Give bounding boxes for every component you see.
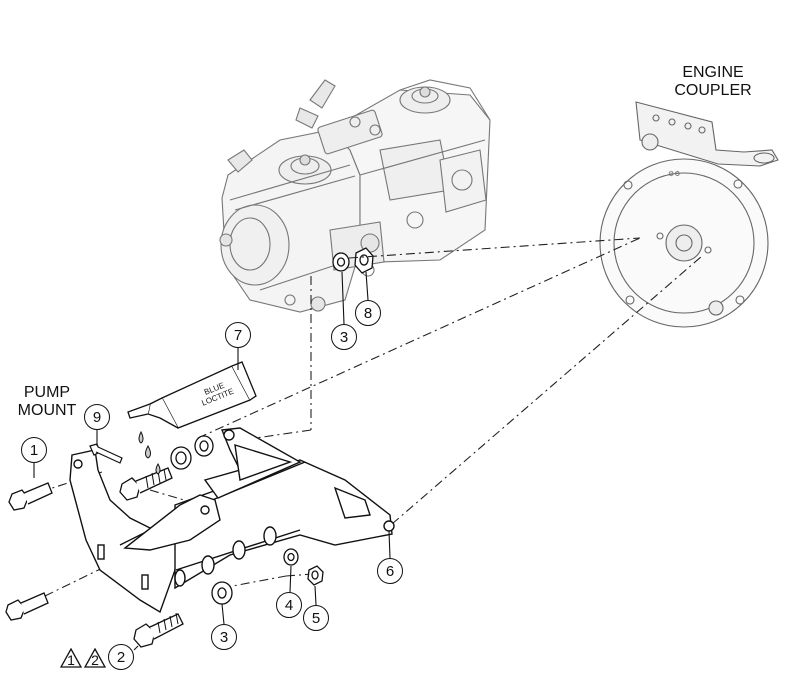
loctite-tube bbox=[127, 361, 257, 429]
callout-4: 4 bbox=[276, 592, 302, 618]
warning-triangle-2: 2 bbox=[84, 648, 106, 668]
pump-mount-bracket bbox=[69, 427, 395, 614]
callout-6: 6 bbox=[377, 558, 403, 584]
engine-coupler-label-line2: COUPLER bbox=[674, 82, 752, 99]
flat-washer-upper bbox=[194, 435, 214, 457]
nut-5 bbox=[307, 565, 324, 586]
bolt-1-lower bbox=[5, 592, 49, 621]
washer-upper bbox=[332, 252, 350, 272]
nut-upper bbox=[354, 247, 374, 274]
callout-9: 9 bbox=[84, 404, 110, 430]
callout-2: 2 bbox=[108, 644, 134, 670]
washer-4 bbox=[283, 548, 299, 566]
bolt-1-upper bbox=[8, 482, 53, 511]
callout-1: 1 bbox=[21, 437, 47, 463]
hydraulic-pump bbox=[219, 79, 491, 313]
callout-3-lower: 3 bbox=[211, 624, 237, 650]
callout-8: 8 bbox=[355, 300, 381, 326]
svg-text:⚙⚙: ⚙⚙ bbox=[668, 170, 681, 178]
warning-triangle-1: 1 bbox=[60, 648, 82, 668]
engine-coupler-label: ENGINE COUPLER bbox=[668, 64, 758, 100]
warning-triangle-icon bbox=[60, 648, 82, 668]
pump-mount-label-line1: PUMP bbox=[23, 384, 71, 401]
washer-lower bbox=[211, 581, 233, 605]
loctite-drops bbox=[138, 430, 161, 475]
pump-mount-label-line2: MOUNT bbox=[17, 402, 77, 419]
bolt-2 bbox=[133, 612, 184, 648]
engine-coupler: ⚙⚙ bbox=[599, 101, 779, 328]
engine-coupler-label-line1: ENGINE bbox=[682, 64, 744, 81]
callout-7: 7 bbox=[225, 322, 251, 348]
warning-triangle-2-number: 2 bbox=[91, 652, 99, 668]
warning-triangle-icon bbox=[84, 648, 106, 668]
callout-leaders bbox=[33, 271, 391, 651]
bolt-9 bbox=[89, 443, 123, 464]
warning-triangle-1-number: 1 bbox=[67, 652, 75, 668]
stud-bolt bbox=[119, 467, 173, 501]
lock-washer bbox=[170, 446, 192, 470]
callout-5: 5 bbox=[303, 605, 329, 631]
pump-mount-label: PUMP MOUNT bbox=[12, 384, 82, 420]
callout-3-upper: 3 bbox=[331, 324, 357, 350]
